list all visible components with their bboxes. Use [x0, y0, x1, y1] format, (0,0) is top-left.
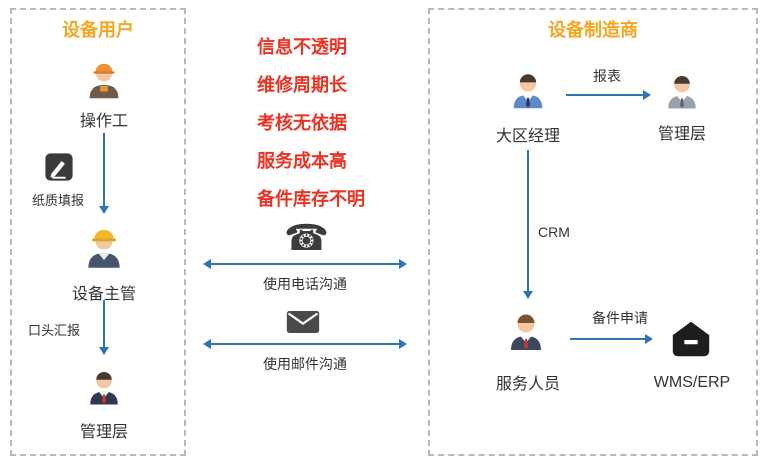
left-panel-title: 设备用户 — [62, 20, 134, 40]
verbal-report-arrow — [99, 300, 109, 355]
manufacturer-panel — [428, 8, 758, 456]
email-channel-arrow — [203, 339, 407, 349]
paper-report-label: 纸质填报 — [31, 193, 84, 208]
phone-channel-arrow — [203, 259, 407, 269]
regional-manager-icon — [505, 68, 551, 114]
problem-item: 考核无依据 — [257, 113, 347, 133]
problem-item: 信息不透明 — [257, 37, 347, 57]
problem-item: 维修周期长 — [257, 75, 347, 95]
service-person-label: 服务人员 — [495, 376, 560, 393]
email-icon — [286, 310, 320, 334]
warehouse-icon — [668, 316, 714, 362]
crm-edge-label: CRM — [538, 224, 570, 240]
management-right-label: 管理层 — [657, 126, 706, 143]
phone-icon: ☎ — [284, 217, 329, 258]
report-arrow — [566, 90, 651, 100]
wms-erp-label: WMS/ERP — [653, 374, 731, 391]
parts-request-label: 备件申请 — [592, 310, 648, 326]
parts-request-arrow — [570, 334, 653, 344]
paper-report-arrow — [99, 133, 109, 214]
management-person-icon — [660, 70, 704, 114]
operator-worker-icon — [81, 58, 127, 104]
email-channel-label: 使用邮件沟通 — [263, 356, 347, 372]
service-person-icon — [502, 308, 550, 356]
problem-item: 服务成本高 — [257, 151, 347, 171]
equipment-user-panel — [10, 8, 186, 456]
supervisor-label: 设备主管 — [71, 286, 136, 303]
supervisor-hardhat-icon — [79, 224, 129, 274]
problem-item: 备件库存不明 — [257, 189, 365, 209]
crm-arrow — [523, 150, 533, 299]
right-panel-title: 设备制造商 — [548, 20, 638, 40]
verbal-report-label: 口头汇报 — [27, 323, 80, 338]
management-left-label: 管理层 — [79, 424, 128, 441]
paper-form-icon — [42, 150, 76, 184]
regional-manager-label: 大区经理 — [495, 128, 560, 145]
phone-channel-label: 使用电话沟通 — [263, 276, 347, 292]
management-person-icon — [82, 366, 126, 410]
operator-label: 操作工 — [79, 113, 128, 130]
report-edge-label: 报表 — [593, 68, 621, 84]
